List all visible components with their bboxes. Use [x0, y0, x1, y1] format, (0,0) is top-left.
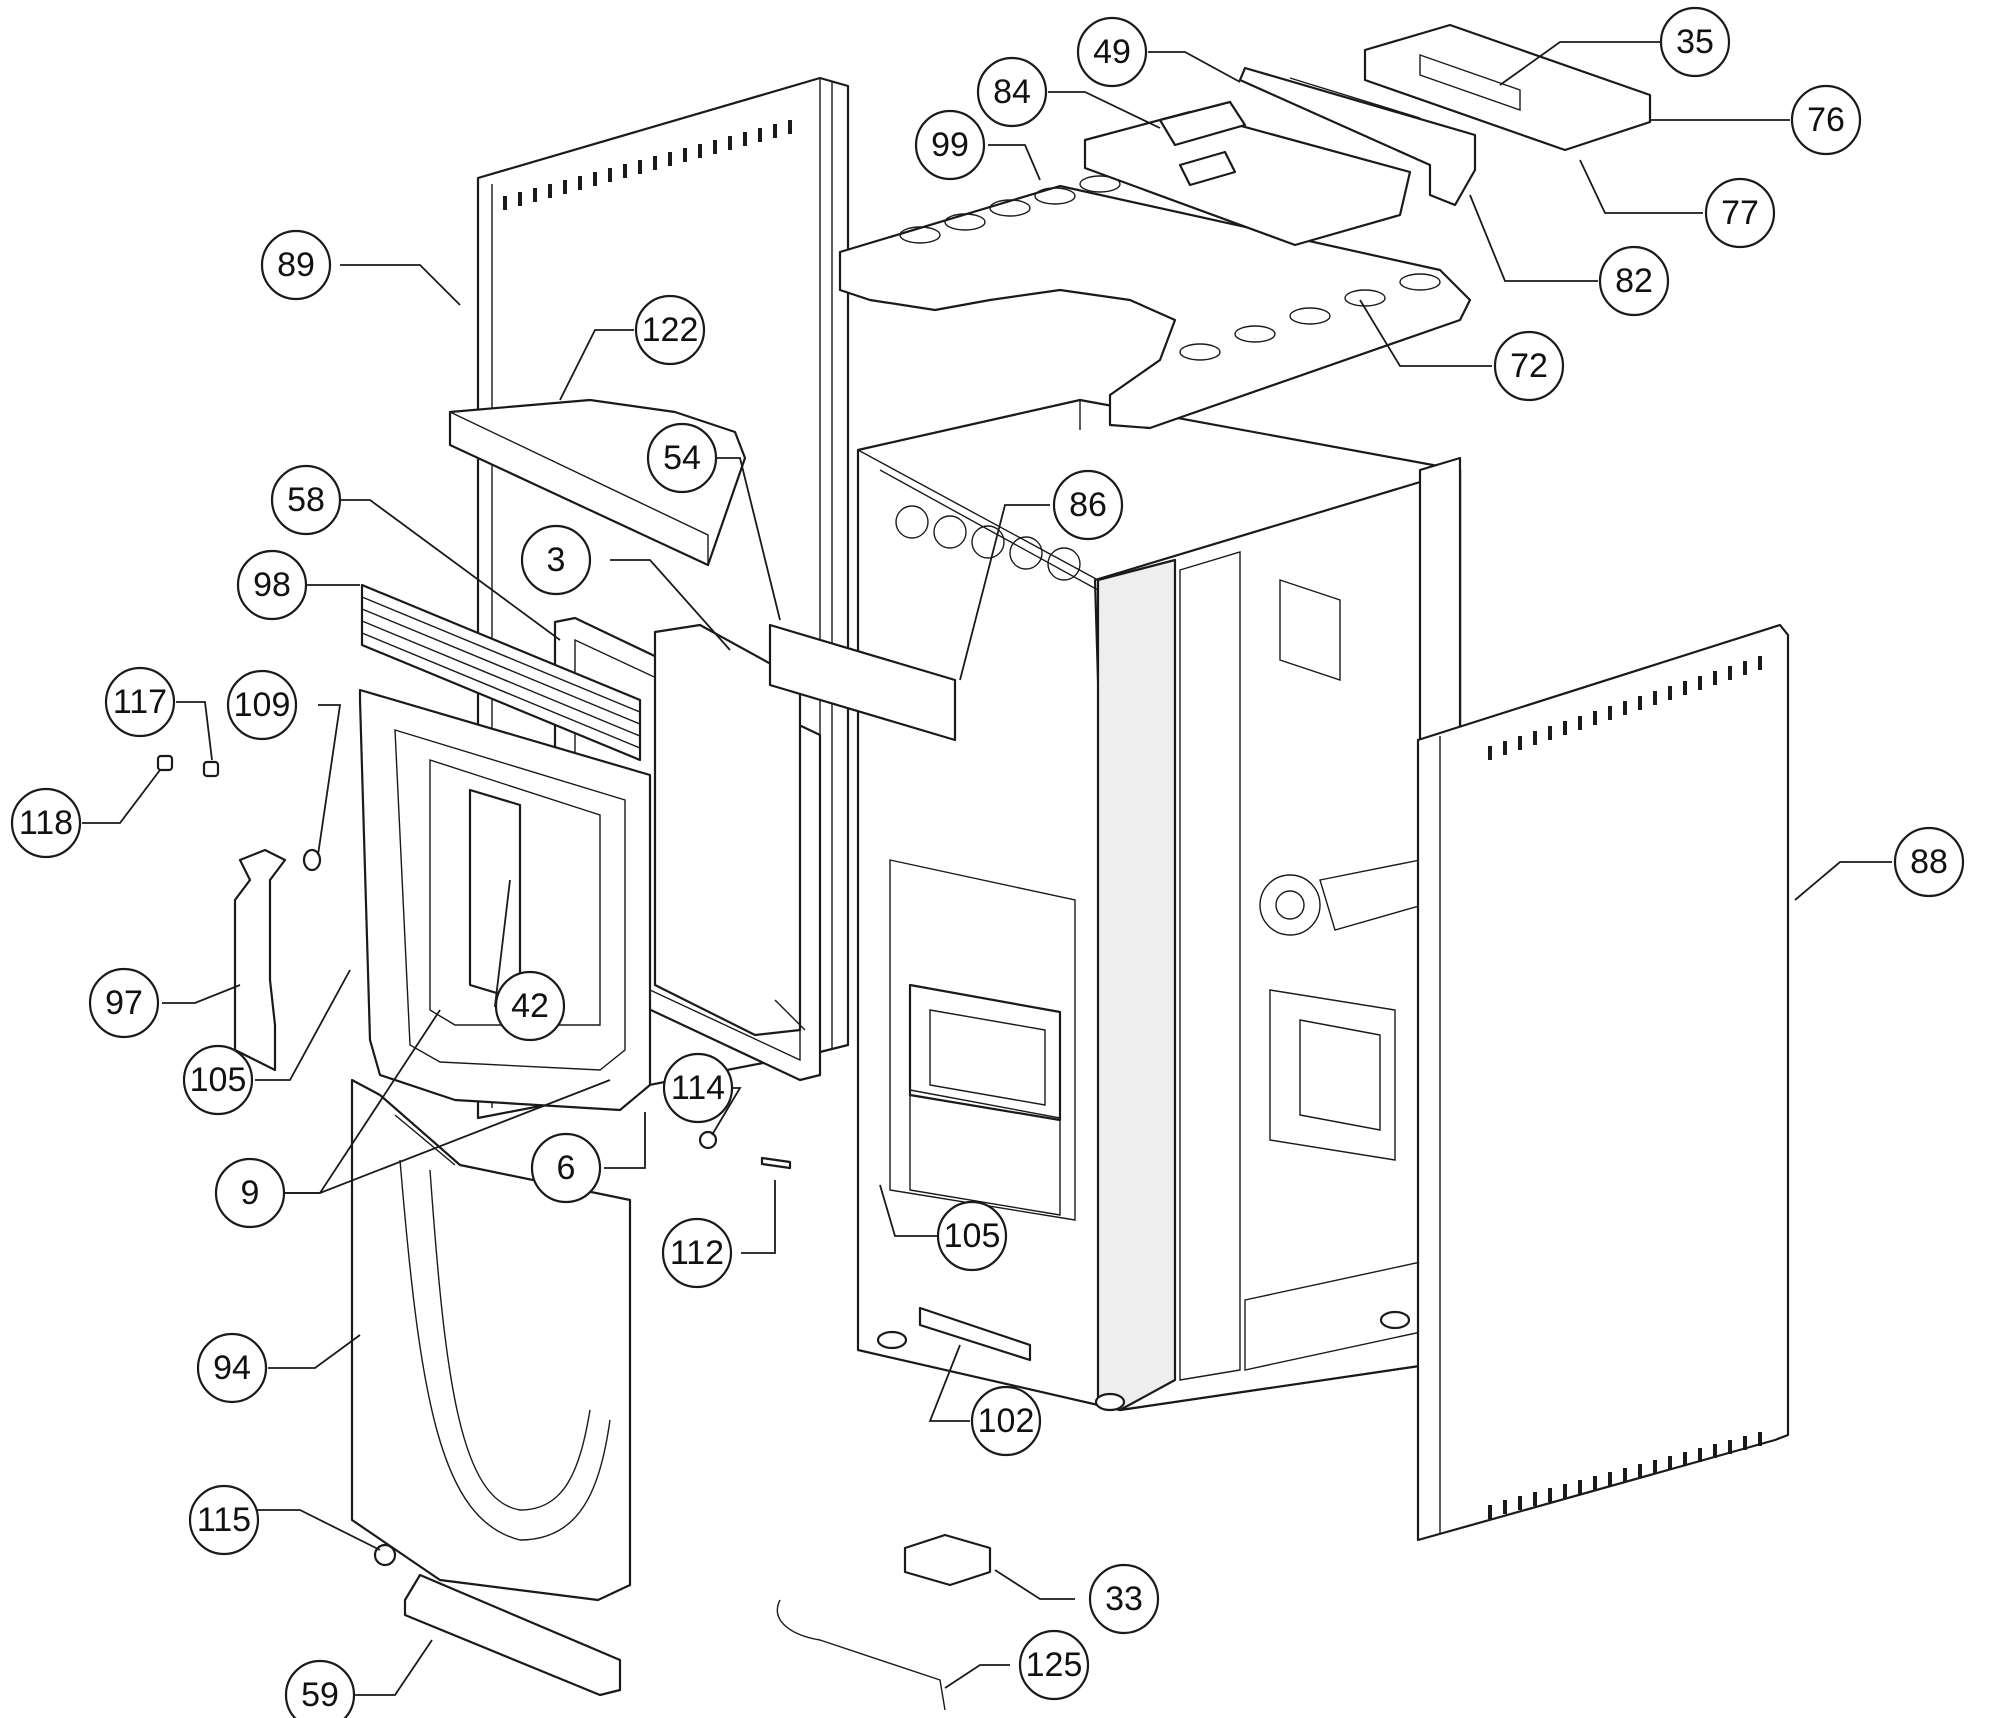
remote-33	[903, 1533, 992, 1587]
callout-76: 76	[1790, 84, 1862, 156]
washer-109	[302, 848, 322, 872]
back-plate	[1363, 23, 1652, 152]
callout-98: 98	[236, 549, 308, 621]
svg-text:102: 102	[978, 1402, 1035, 1440]
callout-6: 6	[530, 1132, 602, 1204]
callout-9: 9	[214, 1157, 286, 1229]
svg-text:76: 76	[1807, 101, 1845, 139]
right-panel-top-vents	[1488, 656, 1762, 760]
callout-59: 59	[284, 1659, 356, 1718]
svg-text:125: 125	[1026, 1646, 1083, 1684]
callout-112: 112	[661, 1217, 733, 1289]
callout-125: 125	[1018, 1629, 1090, 1701]
screw-114	[698, 1130, 718, 1150]
screw-118	[156, 754, 174, 772]
callout-49: 49	[1076, 16, 1148, 88]
top-cover	[838, 175, 1472, 430]
support-59	[403, 1573, 622, 1697]
svg-text:88: 88	[1910, 843, 1948, 881]
svg-text:82: 82	[1615, 262, 1653, 300]
svg-text:86: 86	[1069, 486, 1107, 524]
front-lower-panel	[350, 1078, 632, 1602]
svg-text:112: 112	[670, 1234, 724, 1272]
fire-grille	[360, 583, 642, 762]
rear-bracket	[1238, 66, 1477, 207]
svg-text:94: 94	[213, 1349, 251, 1387]
callout-105-b: 105	[936, 1200, 1008, 1272]
callout-72: 72	[1493, 330, 1565, 402]
svg-text:118: 118	[19, 804, 73, 842]
callouts: 35 49 84 76 99 77 82 89 72 122 54 86 58 …	[10, 6, 1965, 1718]
svg-text:58: 58	[287, 481, 325, 519]
callout-3: 3	[520, 524, 592, 596]
pin-112	[760, 1156, 792, 1170]
svg-text:49: 49	[1093, 33, 1131, 71]
callout-99: 99	[914, 109, 986, 181]
svg-text:77: 77	[1721, 194, 1759, 232]
callout-58: 58	[270, 464, 342, 536]
svg-text:3: 3	[547, 541, 566, 579]
callout-54: 54	[646, 422, 718, 494]
svg-text:33: 33	[1105, 1580, 1143, 1618]
callout-89: 89	[260, 229, 332, 301]
svg-text:97: 97	[105, 984, 143, 1022]
callout-86: 86	[1052, 469, 1124, 541]
svg-text:99: 99	[931, 126, 969, 164]
callout-122: 122	[634, 294, 706, 366]
svg-text:105: 105	[190, 1061, 247, 1099]
svg-text:84: 84	[993, 73, 1031, 111]
svg-text:54: 54	[663, 439, 701, 477]
bracket-97	[233, 848, 287, 1072]
callout-105-a: 105	[182, 1044, 254, 1116]
callout-33: 33	[1088, 1563, 1160, 1635]
svg-text:6: 6	[557, 1149, 576, 1187]
svg-text:42: 42	[511, 987, 549, 1025]
svg-text:72: 72	[1510, 347, 1548, 385]
callout-94: 94	[196, 1332, 268, 1404]
control-lid	[1083, 100, 1412, 247]
svg-text:115: 115	[197, 1501, 251, 1539]
svg-text:9: 9	[241, 1174, 260, 1212]
svg-text:89: 89	[277, 246, 315, 284]
callout-42: 42	[494, 970, 566, 1042]
callout-115: 115	[188, 1484, 260, 1556]
callout-88: 88	[1893, 826, 1965, 898]
svg-text:35: 35	[1676, 23, 1714, 61]
svg-text:109: 109	[234, 686, 291, 724]
callout-84: 84	[976, 56, 1048, 128]
callout-109: 109	[226, 669, 298, 741]
callout-97: 97	[88, 967, 160, 1039]
callout-82: 82	[1598, 245, 1670, 317]
svg-text:98: 98	[253, 566, 291, 604]
callout-117: 117	[104, 666, 176, 738]
nut-117	[202, 760, 220, 778]
svg-text:117: 117	[113, 683, 167, 721]
right-panel-bottom-vents	[1488, 1432, 1762, 1519]
callout-102: 102	[970, 1385, 1042, 1457]
callout-114: 114	[662, 1052, 734, 1124]
hinge-102	[918, 1306, 1032, 1362]
callout-77: 77	[1704, 177, 1776, 249]
right-side-panel	[1416, 623, 1790, 1542]
svg-text:105: 105	[944, 1217, 1001, 1255]
svg-text:122: 122	[642, 311, 699, 349]
callout-118: 118	[10, 787, 82, 859]
callout-35: 35	[1659, 6, 1731, 78]
svg-text:114: 114	[671, 1069, 725, 1107]
probe-125	[776, 1599, 946, 1711]
left-panel-top-vents	[503, 120, 792, 210]
small-parts	[156, 754, 1032, 1711]
svg-text:59: 59	[301, 1676, 339, 1714]
